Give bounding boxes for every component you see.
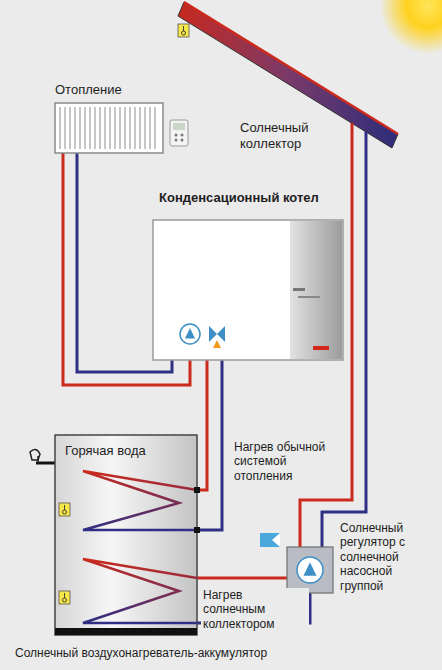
condensing-boiler-shape: [153, 220, 343, 360]
pump-symbol: [297, 557, 323, 583]
radiator: Отопление: [55, 103, 163, 153]
node-heading: Конденсационный котел: [159, 190, 319, 206]
node-caption: Солнечный воздухонагреватель-аккумулятор: [15, 646, 267, 660]
node-label: Солнечный регулятор с солнечной насосной…: [340, 521, 438, 593]
pipe: [197, 360, 222, 530]
temperature-sensor: [178, 24, 189, 37]
heating-coil: [83, 471, 197, 530]
solar-controller: Солнечный регулятор с солнечной насосной…: [287, 547, 333, 593]
fan-symbol: [209, 326, 225, 348]
temperature-sensor: [59, 503, 70, 516]
condensing-boiler: Конденсационный котел: [153, 220, 343, 360]
storage-tank-shape: [55, 435, 197, 635]
thermostat: [170, 120, 188, 146]
pipe: [197, 360, 207, 490]
pipe: [197, 577, 287, 580]
pipe-pair: [197, 360, 222, 530]
sensor-flag: [260, 533, 280, 547]
node-heading: Отопление: [55, 82, 122, 98]
pipe-label: Нагрев солнечным коллектором: [201, 588, 309, 631]
node-label: Горячая вода: [65, 443, 146, 459]
storage-tank: Горячая водаСолнечный воздухонагреватель…: [55, 435, 197, 635]
radiator-shape: [55, 103, 163, 153]
solar-controller-shape: [287, 547, 333, 593]
node-label: Солнечный коллектор: [240, 120, 332, 151]
tap-symbol: [30, 449, 55, 463]
pipe-label: Нагрев обычной системой отопления: [232, 440, 344, 483]
solar-coil: [83, 559, 197, 623]
sun: [380, 0, 442, 54]
temperature-sensor: [59, 591, 70, 604]
solar-collector: Солнечный коллектор: [176, 0, 400, 150]
pump-symbol: [180, 324, 200, 344]
